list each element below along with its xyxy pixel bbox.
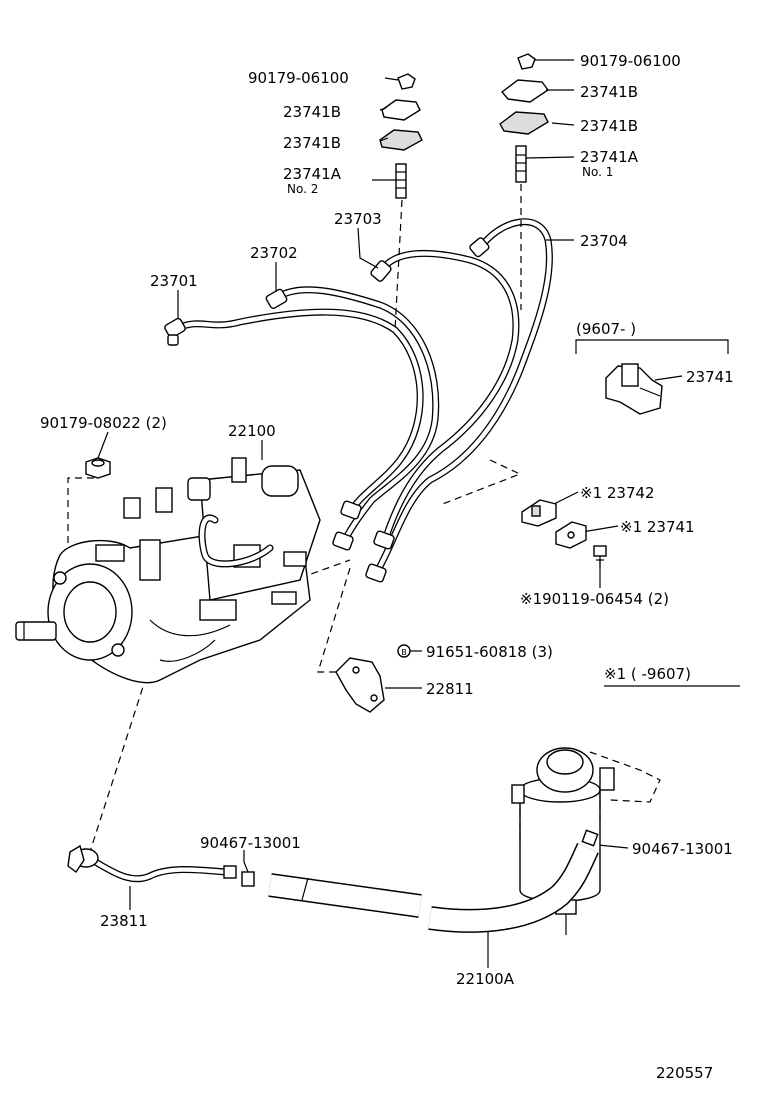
label-22100: 22100 [228,422,276,440]
clamp-23741B-right-2 [499,111,549,135]
bracket-22811 [335,657,385,713]
label-23701: 23701 [150,272,198,290]
injection-pipes [174,218,553,574]
bolt-91651-60818: B [397,644,411,658]
clamp-23741B-right-1 [500,79,550,103]
fuel-pipe-23811 [67,844,255,887]
fitting-23702-end [265,288,288,310]
clamp-23741B-left-2 [379,129,423,151]
clamp-23741-marked [555,521,587,549]
fitting-23704-end [469,237,490,258]
svg-text:B: B [401,648,407,657]
clamp-stack-no2 [379,73,423,331]
label-23704: 23704 [580,232,628,250]
fitting-pump-1 [340,500,362,520]
clamp-23741B-left-1 [381,99,421,121]
label-no1: No. 1 [582,165,613,179]
assembly-dashed-lines [67,459,522,859]
hose-clip-left [241,871,255,887]
pipe-fittings [164,237,490,583]
label-23741: 23741 [686,368,734,386]
date-range-bracket [575,339,729,354]
clamp-23741A-right [515,145,527,183]
label-90467-13001-right: 90467-13001 [632,840,733,858]
label-22811: 22811 [426,680,474,698]
fitting-pump-3 [373,530,395,550]
label-no2: No. 2 [287,182,318,196]
leader-lines [97,59,683,968]
label-23741B-right-2: 23741B [580,117,638,135]
label-90179-06100-left: 90179-06100 [248,69,349,87]
label-23703: 23703 [334,210,382,228]
clamp-23742 [521,499,557,527]
label-date-range-9607: (9607- ) [576,320,636,338]
fitting-pump-2 [332,531,354,551]
bolt-90119-06454 [593,545,607,568]
clamp-23741-9607 [605,363,663,415]
nut-90179-06100-right [517,53,536,70]
label-90179-08022: 90179-08022 (2) [40,414,167,432]
fitting-pump-4 [365,563,387,583]
label-90119-06454: ※190119-06454 (2) [520,590,669,608]
label-note-range: ※1 ( -9607) [604,665,691,683]
label-90179-06100-right: 90179-06100 [580,52,681,70]
label-23742-marked: ※1 23742 [580,484,655,502]
label-90467-13001-left: 90467-13001 [200,834,301,852]
fitting-23701-nipple [167,334,179,346]
label-91651-60818: 91651-60818 (3) [426,643,553,661]
figure-id: 220557 [656,1064,713,1082]
injection-pump-22100 [15,457,321,684]
nut-90179-08022 [85,457,111,479]
label-22100A: 22100A [456,970,515,988]
label-23741A-left: 23741A [283,165,342,183]
clamp-23741A-left [395,163,407,199]
label-23741B-right-1: 23741B [580,83,638,101]
label-23741-marked: ※1 23741 [620,518,695,536]
nut-90179-06100-left [397,73,416,90]
label-23702: 23702 [250,244,298,262]
label-23741A-right: 23741A [580,148,639,166]
label-23741B-left-1: 23741B [283,103,341,121]
part-labels: 90179-06100 23741B 23741B 23741A No. 2 9… [40,52,740,1082]
hose-22100A [268,829,599,933]
label-23811: 23811 [100,912,148,930]
clamp-stack-no1 [499,53,550,310]
label-23741B-left-2: 23741B [283,134,341,152]
fitting-23701-end [164,317,186,339]
